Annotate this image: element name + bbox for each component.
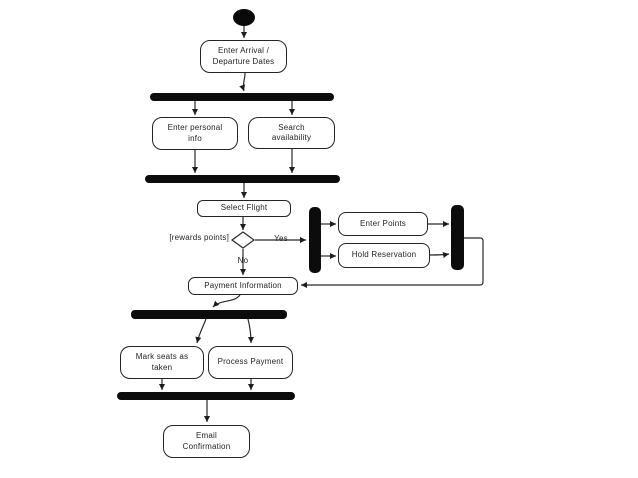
activity-mark-seats: Mark seats as taken [120, 346, 204, 379]
activity-enter-points: Enter Points [338, 212, 428, 236]
initial-node [233, 9, 255, 26]
join-bar-2 [117, 392, 295, 400]
activity-process-payment: Process Payment [208, 346, 293, 379]
activity-search-availability: Search availability [248, 117, 335, 149]
join-bar-rewards-vertical [451, 205, 464, 270]
activity-payment-information: Payment Information [188, 277, 298, 295]
activity-enter-personal-info: Enter personal info [152, 117, 238, 150]
edge-fork2-to-mark-seats [195, 318, 207, 344]
fork-bar-rewards-vertical [309, 207, 321, 273]
fork-bar-1 [150, 93, 334, 101]
edge-rewards-join-to-payment-feedback [301, 237, 484, 288]
fork-bar-2 [131, 310, 287, 319]
edge-label-no: No [237, 256, 249, 265]
edge-payment-to-fork2 [212, 294, 241, 308]
activity-select-flight: Select Flight [197, 200, 291, 217]
activity-hold-reservation: Hold Reservation [338, 243, 430, 268]
activity-email-confirmation: Email Confirmation [163, 425, 250, 458]
join-bar-1 [145, 175, 340, 183]
decision-diamond [230, 231, 256, 249]
activity-enter-dates: Enter Arrival / Departure Dates [200, 40, 287, 73]
guard-label-rewards-points: [rewards points] [169, 233, 229, 242]
edge-label-yes: Yes [274, 234, 288, 243]
edge-hold-reservation-to-rewards-join [429, 252, 450, 258]
edge-fork2-to-process-payment [247, 318, 254, 344]
edge-enter-dates-to-fork1 [239, 72, 246, 92]
